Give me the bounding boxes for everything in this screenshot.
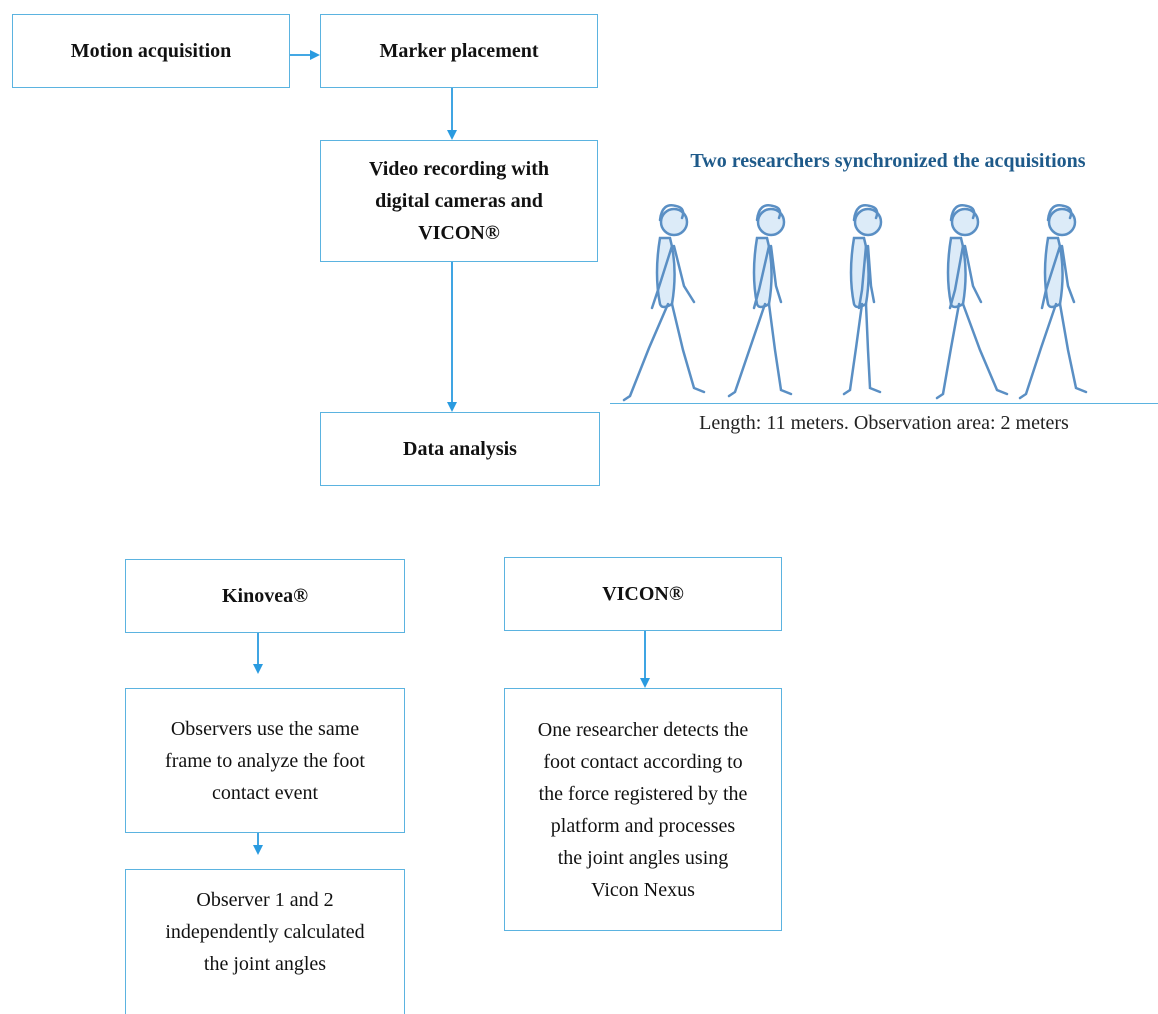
walking-figures-illustration <box>622 204 1088 402</box>
kinovea-label: Kinovea® <box>221 584 309 607</box>
observer-angles-box: Observer 1 and 2 independently calculate… <box>125 869 405 1014</box>
panel-title: Two researchers synchronized the acquisi… <box>690 150 1086 172</box>
motion-acquisition-box: Motion acquisition <box>12 14 290 88</box>
vicon-label: VICON® <box>602 582 684 605</box>
vicon-researcher-text: One researcher detects the foot contact … <box>537 718 749 901</box>
observer-angles-text: Observer 1 and 2 independently calculate… <box>165 889 365 975</box>
vicon-box: VICON® <box>504 557 782 631</box>
observers-same-frame-text: Observers use the same frame to analyze … <box>165 717 365 804</box>
video-recording-box: Video recording with digital cameras and… <box>320 140 598 262</box>
data-analysis-box: Data analysis <box>320 412 600 486</box>
walking-figure <box>842 204 883 396</box>
motion-acquisition-label: Motion acquisition <box>70 39 232 62</box>
video-recording-label: Video recording with digital cameras and… <box>369 158 549 244</box>
walking-figure <box>1018 204 1088 400</box>
kinovea-box: Kinovea® <box>125 559 405 633</box>
panel-caption: Length: 11 meters. Observation area: 2 m… <box>699 412 1069 434</box>
walkway-line <box>610 403 1158 404</box>
vicon-researcher-box: One researcher detects the foot contact … <box>504 688 782 931</box>
observers-same-frame-box: Observers use the same frame to analyze … <box>125 688 405 833</box>
marker-placement-box: Marker placement <box>320 14 598 88</box>
walking-figure <box>622 204 706 402</box>
data-analysis-label: Data analysis <box>403 437 517 460</box>
walking-figure <box>935 204 1009 400</box>
marker-placement-label: Marker placement <box>379 39 539 62</box>
walking-figure <box>727 204 793 398</box>
